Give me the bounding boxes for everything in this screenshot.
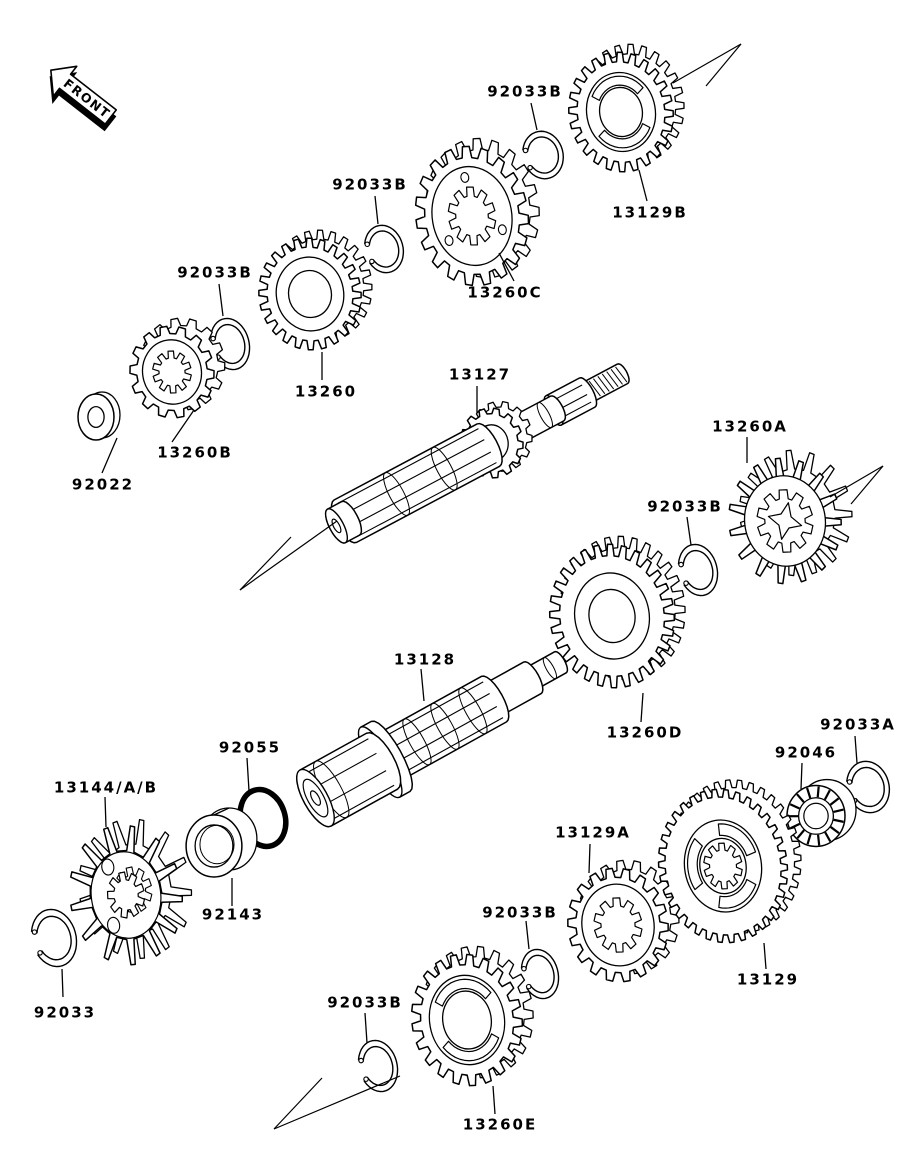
- part-bearing-92046-14: [786, 778, 857, 848]
- part-number-label-13260E-23: 13260E: [463, 1116, 537, 1134]
- part-washer-92022-7: [77, 391, 121, 441]
- part-number-label-13260-5: 13260: [295, 383, 357, 401]
- part-gear-13260D-12: [548, 535, 686, 689]
- part-number-label-92033B-20: 92033B: [482, 904, 558, 922]
- part-circlip-92033B-0: [522, 130, 564, 180]
- leader-line-92046-14: [800, 762, 803, 790]
- leader-line-92033B-20: [525, 920, 530, 950]
- part-gear-13260E-23: [410, 945, 534, 1087]
- part-number-label-92033B-0: 92033B: [487, 83, 563, 101]
- part-number-label-13260A-9: 13260A: [712, 418, 788, 436]
- part-number-label-92046-14: 92046: [775, 744, 837, 762]
- part-collar-92143-17: [185, 807, 258, 878]
- part-circlip-92033B-22: [357, 1039, 399, 1093]
- leader-line-92033-18: [61, 968, 64, 998]
- leader-line-92055-15: [246, 757, 250, 792]
- leader-line-92033B-4: [218, 283, 224, 317]
- leader-line-13260B-6: [171, 409, 195, 443]
- part-gear-13260B-6: [129, 317, 226, 419]
- leader-line-92033B-0: [530, 102, 538, 131]
- part-gear-13129A-19: [567, 859, 680, 983]
- part-number-label-13260C-3: 13260C: [467, 284, 542, 302]
- leader-line-13129-21: [763, 942, 767, 970]
- part-number-label-92022-7: 92022: [72, 476, 134, 494]
- part-number-label-92033A-13: 92033A: [820, 716, 896, 734]
- axis-arrow-top-right: [672, 43, 742, 87]
- leader-line-13144-A-B-16: [104, 796, 107, 828]
- leader-line-13260C-3: [498, 252, 515, 282]
- part-number-label-13144-A-B-16: 13144/A/B: [54, 779, 158, 797]
- axis-arrow-bottom-left: [273, 1075, 401, 1130]
- part-sprocket-13144-A-B-16: [70, 818, 193, 966]
- part-number-label-92055-15: 92055: [219, 739, 281, 757]
- axis-arrow-left-mid: [239, 520, 338, 591]
- part-number-label-92033-18: 92033: [34, 1004, 96, 1022]
- part-circlip-92033B-2: [364, 224, 405, 274]
- leader-line-92033B-2: [374, 195, 379, 225]
- part-number-label-92033B-22: 92033B: [327, 994, 403, 1012]
- leader-line-92033A-13: [854, 735, 858, 764]
- leader-line-92033B-22: [364, 1012, 368, 1044]
- part-gear-13260C-3: [414, 137, 540, 287]
- leader-line-13260E-23: [492, 1085, 496, 1115]
- part-number-label-13128-11: 13128: [394, 651, 456, 669]
- part-gear-13260-5: [258, 229, 373, 351]
- leader-line-13129A-19: [588, 843, 591, 874]
- part-number-label-92143-17: 92143: [202, 906, 264, 924]
- part-gear-13129-21: [657, 779, 802, 944]
- axis-arrow-right-mid: [829, 465, 884, 505]
- part-number-label-92033B-10: 92033B: [647, 498, 723, 516]
- part-number-label-13129-21: 13129: [737, 971, 799, 989]
- part-number-label-13260B-6: 13260B: [157, 444, 233, 462]
- part-number-label-13127-8: 13127: [449, 366, 511, 384]
- part-circlip-92033-18: [30, 908, 78, 968]
- part-number-label-92033B-2: 92033B: [332, 176, 408, 194]
- part-number-label-13260D-12: 13260D: [607, 724, 684, 742]
- part-number-label-92033B-4: 92033B: [177, 264, 253, 282]
- part-shaft-13127-8-body: [324, 422, 503, 544]
- leader-line-92022-7: [101, 437, 118, 474]
- part-gear-13129B-1: [568, 43, 685, 173]
- part-gear-13260A-9: [728, 449, 853, 585]
- part-circlip-92033B-10: [677, 543, 719, 597]
- part-number-label-13129A-19: 13129A: [555, 824, 631, 842]
- part-shaft-13128-11: [296, 650, 569, 828]
- leader-line-13128-11: [420, 668, 425, 702]
- leader-line-13129B-1: [638, 169, 648, 202]
- part-circlip-92033B-20: [520, 948, 560, 1000]
- front-direction-arrow: FRONT: [49, 65, 118, 132]
- part-number-label-13129B-1: 13129B: [612, 204, 688, 222]
- leader-line-13260D-12: [640, 692, 644, 723]
- leader-line-92033B-10: [686, 516, 692, 546]
